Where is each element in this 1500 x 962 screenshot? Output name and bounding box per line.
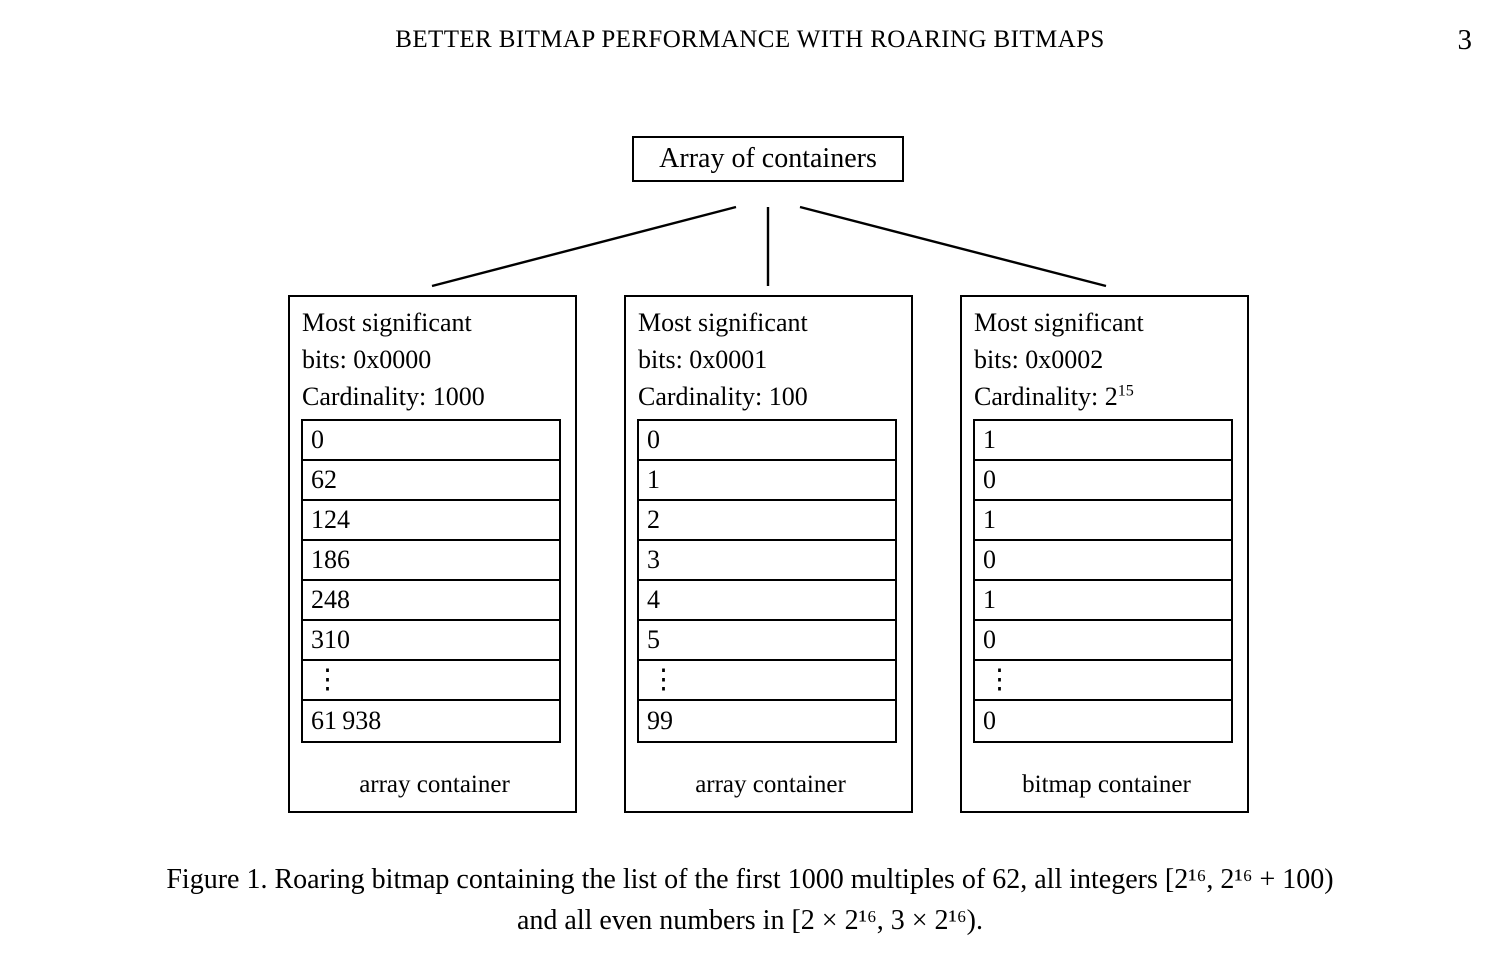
container-2-cardinality-label: Cardinality: 2 <box>974 381 1118 411</box>
container-2-cardinality-exponent: 15 <box>1117 382 1134 400</box>
vertical-ellipsis-icon: ⋮ <box>986 663 1013 694</box>
container-1-cardinality: Cardinality: 100 <box>638 381 808 411</box>
root-node-array-of-containers: Array of containers <box>632 136 904 182</box>
table-row-ellipsis: ⋮ <box>303 661 559 701</box>
container-0-header: Most significant bits: 0x0000 Cardinalit… <box>290 297 575 416</box>
table-row: 2 <box>639 501 895 541</box>
cell-value: 310 <box>311 625 350 654</box>
cell-value: 99 <box>647 706 673 735</box>
cell-value: 0 <box>311 425 324 454</box>
table-row: 62 <box>303 461 559 501</box>
cell-value: 124 <box>311 505 350 534</box>
container-0: Most significant bits: 0x0000 Cardinalit… <box>288 295 577 813</box>
running-header: BETTER BITMAP PERFORMANCE WITH ROARING B… <box>0 24 1500 66</box>
cell-value: 0 <box>983 545 996 574</box>
cell-value: 0 <box>983 625 996 654</box>
table-row: 1 <box>975 581 1231 621</box>
container-1-msb-line2: bits: 0x0001 <box>638 344 768 374</box>
container-0-value-table: 0 62 124 186 248 310 ⋮ 61 938 <box>301 419 561 743</box>
container-0-msb-line2: bits: 0x0000 <box>302 344 432 374</box>
table-row: 310 <box>303 621 559 661</box>
figure-caption: Figure 1. Roaring bitmap containing the … <box>50 860 1450 942</box>
page-number: 3 <box>1457 24 1473 56</box>
container-2-msb-line2: bits: 0x0002 <box>974 344 1104 374</box>
cell-value: 1 <box>983 585 996 614</box>
table-row: 5 <box>639 621 895 661</box>
table-row: 99 <box>639 701 895 741</box>
container-1-msb-line1: Most significant <box>638 308 808 337</box>
container-0-msb-line1: Most significant <box>302 308 472 337</box>
container-2-caption: bitmap container <box>1022 771 1191 798</box>
table-row: 1 <box>639 461 895 501</box>
cell-value: 1 <box>647 465 660 494</box>
cell-value: 0 <box>983 706 996 735</box>
table-row: 0 <box>975 461 1231 501</box>
cell-value: 62 <box>311 465 337 494</box>
cell-value: 248 <box>311 585 350 614</box>
container-0-caption: array container <box>359 771 510 798</box>
table-row: 0 <box>975 701 1231 741</box>
header-title: BETTER BITMAP PERFORMANCE WITH ROARING B… <box>395 26 1105 53</box>
figure-caption-line-1: Figure 1. Roaring bitmap containing the … <box>166 864 1334 895</box>
container-2-value-table: 1 0 1 0 1 0 ⋮ 0 <box>973 419 1233 743</box>
table-row: 1 <box>975 421 1231 461</box>
connector-line-right <box>799 205 1107 288</box>
container-2: Most significant bits: 0x0002 Cardinalit… <box>960 295 1249 813</box>
cell-value: 4 <box>647 585 660 614</box>
vertical-ellipsis-icon: ⋮ <box>314 663 341 694</box>
table-row-ellipsis: ⋮ <box>975 661 1231 701</box>
container-1-header: Most significant bits: 0x0001 Cardinalit… <box>626 297 911 416</box>
cell-value: 1 <box>983 425 996 454</box>
cell-value: 0 <box>983 465 996 494</box>
table-row: 0 <box>303 421 559 461</box>
container-1-caption: array container <box>695 771 846 798</box>
table-row: 0 <box>975 541 1231 581</box>
container-1: Most significant bits: 0x0001 Cardinalit… <box>624 295 913 813</box>
table-row-ellipsis: ⋮ <box>639 661 895 701</box>
connector-line-left <box>431 205 737 288</box>
cell-value: 3 <box>647 545 660 574</box>
table-row: 1 <box>975 501 1231 541</box>
table-row: 0 <box>975 621 1231 661</box>
vertical-ellipsis-icon: ⋮ <box>650 663 677 694</box>
root-node-label: Array of containers <box>659 143 877 174</box>
table-row: 124 <box>303 501 559 541</box>
table-row: 186 <box>303 541 559 581</box>
table-row: 61 938 <box>303 701 559 741</box>
container-2-header: Most significant bits: 0x0002 Cardinalit… <box>962 297 1247 416</box>
cell-value: 186 <box>311 545 350 574</box>
cell-value: 61 938 <box>311 706 382 735</box>
figure-caption-line-2: and all even numbers in [2 × 2¹⁶, 3 × 2¹… <box>516 904 984 936</box>
cell-value: 2 <box>647 505 660 534</box>
table-row: 248 <box>303 581 559 621</box>
table-row: 4 <box>639 581 895 621</box>
cell-value: 5 <box>647 625 660 654</box>
container-0-cardinality: Cardinality: 1000 <box>302 381 485 411</box>
table-row: 0 <box>639 421 895 461</box>
container-2-msb-line1: Most significant <box>974 308 1144 337</box>
cell-value: 1 <box>983 505 996 534</box>
cell-value: 0 <box>647 425 660 454</box>
table-row: 3 <box>639 541 895 581</box>
container-1-value-table: 0 1 2 3 4 5 ⋮ 99 <box>637 419 897 743</box>
container-2-cardinality: Cardinality: 215 <box>974 379 1247 416</box>
